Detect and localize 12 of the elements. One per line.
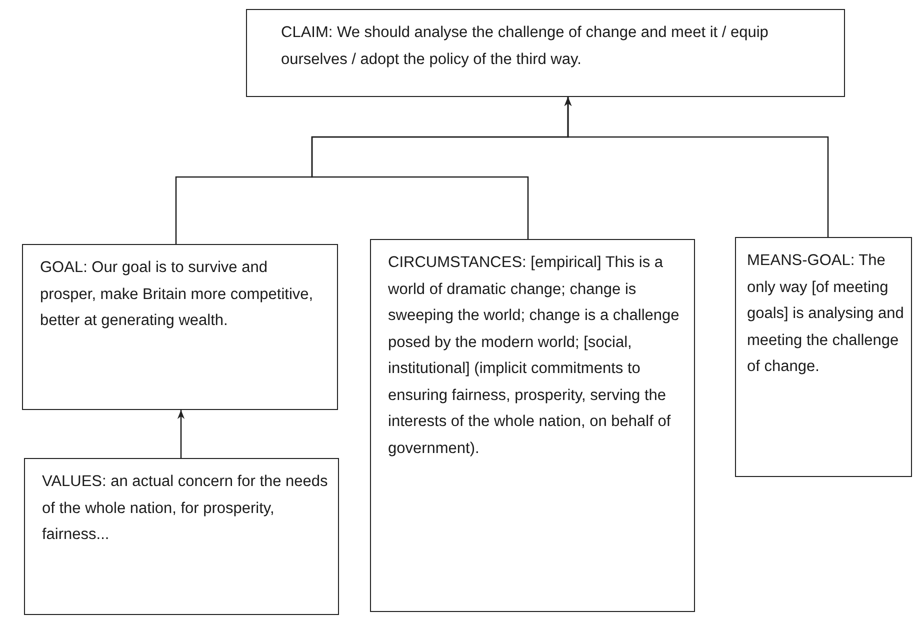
box-text: CIRCUMSTANCES: [empirical] This is a world of dramatic change; change is sweeping the world; change is a challenge posed by the modern world; [social, institutional] (implicit commitments to ensuring fairness, prosperity, serving the interests of the whole nation, on behalf of government). (388, 253, 680, 458)
box-text: VALUES: an actual concern for the needs of the whole nation, for prosperity, fairness... (42, 472, 328, 545)
box-text: GOAL: Our goal is to survive and prosper, make Britain more competitive, better at generating wealth. (40, 258, 314, 331)
box-text: CLAIM: We should analyse the challenge of change and meet it / equip ourselves / adopt the policy of the third way. (281, 23, 770, 70)
text-box (735, 237, 912, 477)
text-box (370, 239, 695, 612)
text-box (22, 244, 338, 410)
arrow (177, 410, 185, 458)
arrow (564, 97, 829, 237)
text-box (246, 9, 845, 97)
box-text: MEANS-GOAL: The only way [of meeting goals] is analysing and meeting the challenge of change. (747, 251, 905, 377)
text-box (24, 458, 339, 615)
